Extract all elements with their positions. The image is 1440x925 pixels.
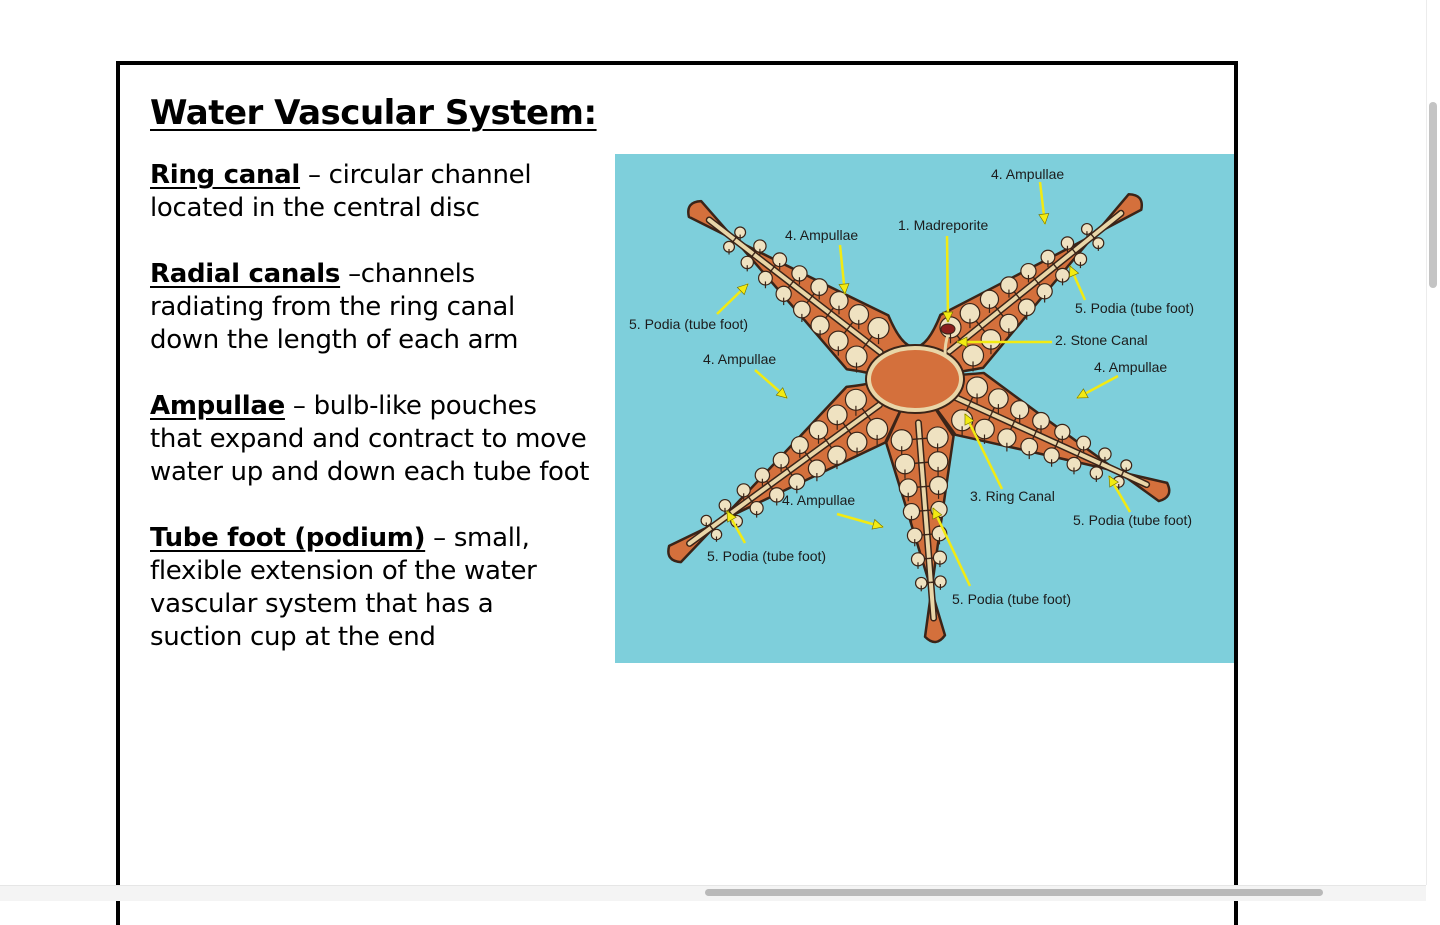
label-arrowhead: [1038, 213, 1050, 225]
definition-separator: –: [340, 259, 361, 289]
label-ampullae-upper-left: 4. Ampullae: [785, 227, 858, 243]
madreporite: [940, 323, 956, 335]
label-ampullae-left: 4. Ampullae: [703, 351, 776, 367]
definition-term: Tube foot (podium): [150, 523, 426, 553]
label-arrowhead: [1076, 388, 1089, 399]
label-arrowhead: [838, 283, 850, 295]
label-ampullae-top: 4. Ampullae: [991, 166, 1064, 182]
starfish-diagram-svg: 4. Ampullae 4. Ampullae 1. Madreporite 5…: [615, 154, 1234, 663]
label-podia-bottom: 5. Podia (tube foot): [952, 591, 1071, 607]
radial-canal: [707, 218, 883, 355]
definition-term: Ring canal: [150, 160, 301, 190]
definition-radial-canals: Radial canals –channels radiating from t…: [150, 258, 590, 357]
stone-canal: [943, 334, 950, 356]
radial-canal: [916, 420, 936, 621]
definition-separator: –: [284, 391, 314, 421]
label-podia-top-right: 5. Podia (tube foot): [1075, 300, 1194, 316]
label-arrows: [716, 181, 1132, 587]
label-arrow: [931, 507, 972, 587]
label-arrowhead: [942, 311, 954, 323]
label-arrowhead: [932, 507, 943, 520]
definition-text: channels radiating from the ring canal d…: [150, 259, 519, 355]
label-madreporite: 1. Madreporite: [898, 217, 988, 233]
label-ring-canal: 3. Ring Canal: [970, 488, 1055, 504]
radial-canal: [953, 395, 1149, 487]
vertical-scrollbar-thumb[interactable]: [1429, 102, 1437, 288]
label-podia-left: 5. Podia (tube foot): [629, 316, 748, 332]
label-stone-canal: 2. Stone Canal: [1055, 332, 1148, 348]
label-ampullae-right: 4. Ampullae: [1094, 359, 1167, 375]
starfish-diagram: 4. Ampullae 4. Ampullae 1. Madreporite 5…: [615, 154, 1234, 663]
definition-ring-canal: Ring canal – circular channel located in…: [150, 159, 590, 225]
definitions-list: Ring canal – circular channel located in…: [150, 159, 590, 687]
label-podia-right: 5. Podia (tube foot): [1073, 512, 1192, 528]
definition-text: bulb-like pouches that expand and contra…: [150, 391, 590, 487]
label-podia-bottom-left: 5. Podia (tube foot): [707, 548, 826, 564]
definition-ampullae: Ampullae – bulb-like pouches that expand…: [150, 390, 590, 489]
label-arrowhead: [964, 413, 975, 426]
definition-text: small, flexible extension of the water v…: [150, 523, 537, 652]
ring-canal: [867, 346, 963, 412]
slide-title: Water Vascular System:: [150, 93, 597, 133]
label-arrow: [963, 413, 1004, 490]
label-arrowhead: [956, 336, 968, 348]
label-arrowhead: [1108, 475, 1119, 488]
label-arrowhead: [736, 283, 749, 296]
label-ampullae-bottom: 4. Ampullae: [782, 492, 855, 508]
slide: Water Vascular System: Ring canal – circ…: [116, 61, 1238, 925]
definition-text: circular channel located in the central …: [150, 160, 532, 223]
radial-canal: [687, 402, 882, 546]
definition-term: Radial canals: [150, 259, 341, 289]
starfish-body: [667, 192, 1171, 644]
definition-tube-foot: Tube foot (podium) – small, flexible ext…: [150, 522, 590, 654]
label-arrowhead: [871, 518, 884, 530]
definition-term: Ampullae: [150, 391, 285, 421]
label-arrow: [945, 235, 950, 323]
diagram-labels: 4. Ampullae 4. Ampullae 1. Madreporite 5…: [629, 166, 1194, 607]
definition-separator: –: [300, 160, 329, 190]
label-arrowhead: [726, 510, 737, 523]
label-arrowhead: [775, 387, 788, 399]
label-arrowhead: [1069, 265, 1080, 278]
horizontal-scrollbar-thumb[interactable]: [705, 889, 1323, 896]
definition-separator: –: [425, 523, 454, 553]
